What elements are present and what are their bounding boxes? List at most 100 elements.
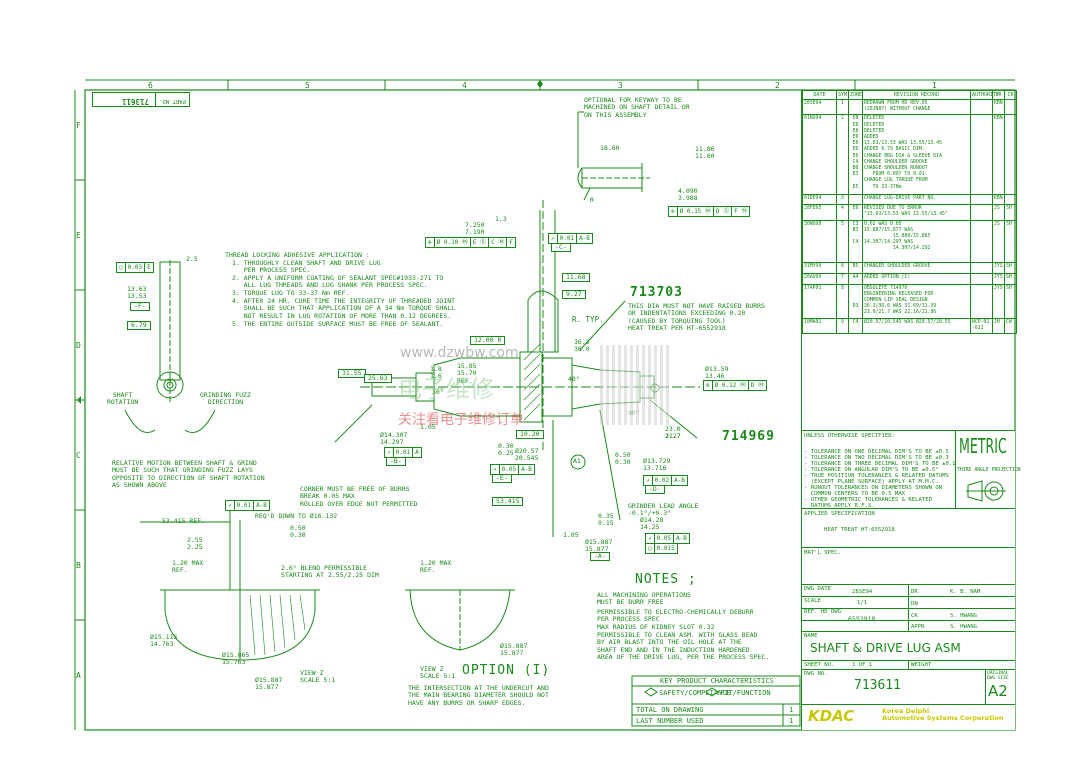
tol-heading: UNLESS OTHERWISE SPECIFIED:: [804, 433, 895, 439]
watermark-cn2: 关注看电子维修订单: [398, 412, 524, 428]
dim-15-115: Ø15.115 14.763: [150, 633, 178, 649]
revision-cell-zone: C3 B3 C4: [848, 219, 863, 263]
dwg-size-value: A2: [988, 682, 1008, 700]
revision-cell-record: ADDED OPTION (I): [862, 272, 971, 285]
revision-cell-record: CHANGE LUG-DRIVE PART NO.: [862, 194, 971, 205]
view-z-option-label: VIEW Z SCALE 5:1: [420, 665, 456, 681]
dim-14-307: Ø14.307 14.297: [380, 431, 408, 447]
weight-label: WEIGHT: [911, 662, 932, 668]
dim-25-63: 25.63: [364, 374, 392, 384]
revision-cell-ck: [1004, 114, 1017, 196]
zone-4: 4: [462, 81, 467, 90]
dim-1-02: 0.50 0.30: [615, 451, 631, 467]
revision-cell-auth: [970, 114, 993, 196]
grinding-fuzz-label: GRINDING FUZZ DIRECTION: [200, 391, 251, 407]
applied-spec-value: HEAT TREAT HT-6552918: [824, 527, 895, 533]
appr-label: APPR: [911, 624, 925, 630]
dim-15-865: Ø15.865 15.763: [222, 651, 250, 667]
zone-5: 5: [305, 81, 310, 90]
dim-15-887: Ø15.887 15.877: [585, 538, 613, 554]
revision-cell-date: 28AU99: [802, 272, 837, 285]
datum-b: -B-: [386, 457, 406, 467]
thread-note-6: 4. AFTER 24 HR. CURE TIME THE INTEGRITY …: [232, 297, 456, 305]
kpc-title: KEY PRODUCT CHARACTERISTICS: [660, 677, 774, 685]
dim-11-68: 11.68: [562, 273, 590, 283]
revision-cell-ck: [1004, 98, 1017, 116]
ref-hd-value: 6552918: [848, 615, 876, 623]
dim-9-27: 9.27: [562, 290, 586, 300]
thread-note-7: SHALL BE SUCH THAT APPLICATION OF A 34 N…: [232, 304, 456, 312]
applied-spec-label: APPLIED SPECIFICATION: [804, 511, 875, 517]
revision-cell-sym: 3: [836, 194, 849, 205]
dim-0-4-b: 1.05: [563, 531, 579, 539]
revision-cell-record: 0.02 WAS 0.05 15.887/15.877 WAS 15.880/1…: [862, 219, 971, 263]
zone-3: 3: [618, 81, 623, 90]
thread-note-1: 1. THROUGHLY CLEAN SHAFT AND DRIVE LUG: [232, 259, 381, 267]
revision-cell-auth: [970, 272, 993, 285]
revision-cell-zone: B5: [848, 261, 863, 274]
revision-cell-dr: KBN: [992, 114, 1005, 196]
notes-title: NOTES ;: [635, 572, 697, 587]
dim-12-00-r: 12.00 R: [470, 336, 506, 346]
dwg-no-label: DWG NO.: [804, 671, 828, 677]
datum-f: -F-: [130, 302, 150, 312]
dim-53-415: 53.415: [492, 497, 524, 507]
revision-cell-date: 01DE94: [802, 194, 837, 205]
revision-cell-dr: JS: [992, 203, 1005, 221]
note-2: PERMISSIBLE TO ELECTRO-CHEMICALLY DEBURR…: [597, 608, 754, 631]
relative-motion-note: RELATIVE MOTION BETWEEN SHAFT & GRIND MU…: [112, 459, 265, 490]
dim-0-8: 0.30 0.25: [498, 442, 514, 458]
dim-13-63: 13.63 13.53: [127, 285, 147, 301]
sheet-label: SHEET NO.: [804, 662, 835, 668]
revision-cell-ck: SH: [1004, 219, 1017, 263]
revision-cell-record: REVISED DUE TO ERROR "13.63/13.53 WAS 13…: [862, 203, 971, 221]
sheet-value: 1 OF 1: [852, 662, 873, 668]
dim-18-60: 18.60: [600, 144, 620, 152]
zone-2: 2: [775, 81, 780, 90]
revision-cell-record: OBSOLETE 714970 ENGINEERING RELEASED FOR…: [862, 283, 971, 319]
revision-cell-ck: [1004, 194, 1017, 205]
revision-cell-sym: 2: [836, 114, 849, 196]
datum-d: -D-: [645, 485, 665, 495]
kpc-last-label: LAST NUMBER USED: [636, 717, 704, 725]
dim-0-4: 1.05: [420, 423, 436, 431]
dim-2-5: 2.5: [186, 255, 198, 263]
revision-cell-sym: 9: [836, 317, 849, 335]
metric-label: METRIC: [959, 434, 1007, 458]
zone-F: F: [76, 121, 81, 130]
revision-cell-auth: [970, 194, 993, 205]
revision-cell-dr: KBN: [992, 98, 1005, 116]
dwg-size-label: ORIGINAL DWG SIZE: [987, 671, 1009, 682]
keyway-note: OPTIONAL FOR KEYWAY TO BE MACHINED ON SH…: [584, 96, 690, 119]
scale-value: 1/1: [857, 600, 868, 606]
zone-1: 1: [932, 81, 937, 90]
revision-cell-zone: [848, 194, 863, 205]
tol-line-4: - TOLERANCE ON ANGULAR DIM'S TO BE ±0.5°: [804, 467, 939, 473]
blend-note: 2.6° BLEND PERMISSIBLE STARTING AT 2.55/…: [281, 564, 379, 580]
metric-box: METRIC THIRD ANGLE PROJECTION: [955, 431, 1021, 508]
part-713703: 713703: [630, 285, 683, 300]
corner-burrs-note: CORNER MUST BE FREE OF BURRS BREAK 0.05 …: [300, 485, 418, 508]
dr-value: K. B. NAM: [950, 589, 981, 595]
thread-note-2: PER PROCESS SPEC.: [232, 266, 311, 274]
grinder-lead-note: GRINDER LEAD ANGLE -0.1°/+0.3°: [628, 502, 699, 518]
dim-2-55: 2.55 2.25: [187, 536, 203, 552]
ref-hd-label: REF. HD DWG: [804, 609, 842, 615]
kpc-total-label: TOTAL ON DRAWING: [636, 706, 704, 714]
name-label: NAME: [804, 633, 818, 639]
thread-note-3: 2. APPLY A UNIFORM COATING OF SEALANT SP…: [232, 274, 444, 282]
general-tolerance-box: UNLESS OTHERWISE SPECIFIED: - TOLERANCE …: [801, 430, 1021, 510]
revision-cell-zone: C4: [848, 317, 863, 335]
revision-cell-ck: SH: [1004, 203, 1017, 221]
revision-cell-record: REDRAWN FROM HD REV.05 (20JN87) WITHOUT …: [862, 98, 971, 116]
revision-cell-dr: JYS: [992, 261, 1005, 274]
datum-a1: A1: [573, 457, 581, 465]
dim-30deg: 30°: [432, 388, 444, 396]
dim-20-57: Ø20.57 20.545: [515, 447, 539, 463]
